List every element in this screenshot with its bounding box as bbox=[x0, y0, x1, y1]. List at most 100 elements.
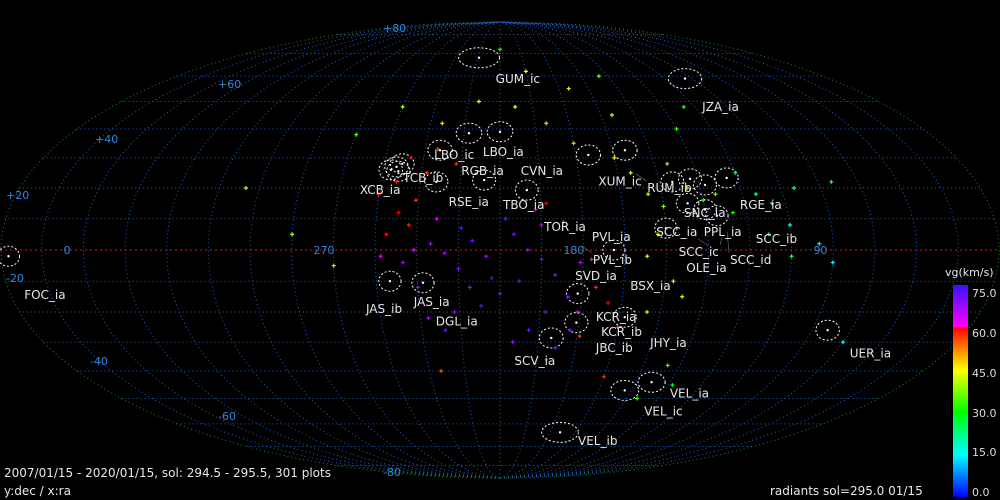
radiant-center-dot bbox=[498, 130, 502, 133]
radiant-label: OLE_ia bbox=[686, 261, 726, 275]
label-leader-lines bbox=[581, 173, 730, 254]
radiant-point bbox=[489, 276, 494, 281]
colorbar-tick: 15.0 bbox=[972, 446, 997, 459]
dec-tick-label: +20 bbox=[6, 189, 30, 202]
radiant-label: FOC_ia bbox=[24, 288, 65, 302]
radiant-point bbox=[440, 121, 445, 126]
radiant-point bbox=[454, 161, 459, 166]
radiant-point bbox=[533, 207, 538, 212]
radiant-center-dot bbox=[395, 165, 398, 169]
radiant-label: CVN_ia bbox=[521, 164, 563, 178]
radiant-point bbox=[476, 99, 481, 104]
radiant-point bbox=[553, 346, 558, 350]
radiant-point bbox=[415, 285, 420, 290]
radiant-labels: GUM_icJZA_iaLBO_iaLBO_icCVN_iaRGB_iaTCB_… bbox=[24, 72, 891, 448]
radiant-point bbox=[439, 369, 444, 374]
radiant-center-dot bbox=[397, 170, 400, 173]
radiant-point bbox=[577, 334, 582, 339]
radiant-circle bbox=[378, 270, 402, 292]
radiant-label: VEL_ia bbox=[670, 386, 709, 400]
radiant-center-dot bbox=[467, 131, 471, 135]
radiant-label: TBO_ia bbox=[502, 198, 544, 212]
radiant-circle bbox=[610, 379, 640, 401]
radiant-point bbox=[442, 251, 447, 256]
radiant-center-dot bbox=[482, 178, 486, 182]
radiant-label: TOR_ia bbox=[543, 220, 586, 234]
radiant-center-dot bbox=[389, 168, 392, 172]
axes-label: y:dec / x:ra bbox=[4, 484, 71, 498]
grid-lines bbox=[0, 21, 1000, 479]
radiant-point bbox=[680, 294, 685, 299]
radiant-point bbox=[665, 161, 670, 166]
radiant-point bbox=[561, 219, 566, 224]
label-leader-line bbox=[636, 173, 647, 182]
radiant-circle bbox=[637, 371, 666, 393]
radiant-circle bbox=[564, 312, 589, 334]
radiant-point bbox=[646, 192, 651, 197]
colorbar bbox=[953, 285, 968, 497]
radiant-center-dot bbox=[421, 281, 425, 284]
radiant-point bbox=[443, 328, 448, 333]
radiant-point bbox=[578, 260, 583, 265]
radiant-point bbox=[769, 201, 774, 206]
radiant-point bbox=[426, 316, 431, 321]
colorbar-tick: 0.0 bbox=[972, 486, 990, 499]
radiant-point bbox=[645, 254, 650, 259]
radiant-center-dot bbox=[388, 279, 392, 283]
radiant-center-dot bbox=[623, 315, 626, 319]
label-leader-line bbox=[698, 238, 709, 247]
radiant-label: RGE_ia bbox=[740, 198, 782, 212]
radiant-center-dot bbox=[703, 208, 707, 211]
ra-tick-label: 180 bbox=[563, 244, 585, 257]
radiant-center-dot bbox=[703, 183, 707, 187]
radiant-point bbox=[753, 192, 758, 197]
radiant-point bbox=[792, 185, 797, 190]
radiant-point bbox=[565, 294, 570, 299]
radiant-label: GUM_ic bbox=[496, 72, 540, 86]
radiant-circle bbox=[378, 159, 404, 181]
meridian-line bbox=[499, 21, 584, 479]
radiant-point bbox=[543, 310, 548, 315]
radiant-label: KCR_ib bbox=[601, 325, 642, 339]
colorbar-title: vg(km/s) bbox=[945, 266, 994, 279]
radiant-point bbox=[681, 104, 686, 109]
dec-tick-label: +60 bbox=[218, 78, 242, 91]
radiant-circle bbox=[424, 171, 449, 193]
radiant-label: PVL_ib bbox=[593, 253, 632, 267]
meridian-line bbox=[457, 21, 501, 479]
radiant-point bbox=[539, 223, 544, 228]
ra-tick-label: 270 bbox=[313, 244, 335, 257]
radiant-circle bbox=[675, 192, 700, 214]
radiant-point bbox=[674, 126, 679, 131]
meridian-line bbox=[332, 21, 501, 479]
radiant-point bbox=[452, 310, 457, 315]
radiant-label: KCR_ia bbox=[596, 310, 637, 324]
radiant-circle bbox=[384, 156, 409, 178]
radiant-label: UER_ia bbox=[850, 346, 891, 360]
meridian-line bbox=[499, 21, 709, 479]
radiant-point bbox=[841, 340, 846, 345]
radiant-point bbox=[685, 185, 690, 190]
radiant-point bbox=[459, 226, 464, 231]
radiant-label: VEL_ic bbox=[644, 404, 682, 418]
meridian-line bbox=[374, 21, 501, 479]
dec-tick-label: -60 bbox=[218, 410, 236, 423]
radiant-center-dot bbox=[664, 226, 668, 230]
radiant-point bbox=[510, 340, 515, 345]
colorbar-tick: 45.0 bbox=[972, 367, 997, 380]
radiant-circle bbox=[455, 122, 483, 144]
label-leader-line bbox=[726, 231, 730, 253]
label-leader-line bbox=[719, 238, 723, 246]
radiant-point bbox=[789, 254, 794, 259]
radiant-circle bbox=[815, 319, 840, 341]
colorbar-tick: 60.0 bbox=[972, 327, 997, 340]
radiant-point bbox=[428, 241, 433, 246]
radiant-center-dot bbox=[587, 153, 590, 157]
radiant-circle bbox=[541, 421, 579, 443]
radiant-circle bbox=[693, 199, 717, 221]
radiant-point bbox=[378, 254, 383, 259]
radiant-point bbox=[606, 300, 611, 305]
radiant-circle bbox=[714, 167, 739, 189]
radiant-center-dot bbox=[725, 176, 728, 180]
radiant-point bbox=[244, 185, 249, 190]
